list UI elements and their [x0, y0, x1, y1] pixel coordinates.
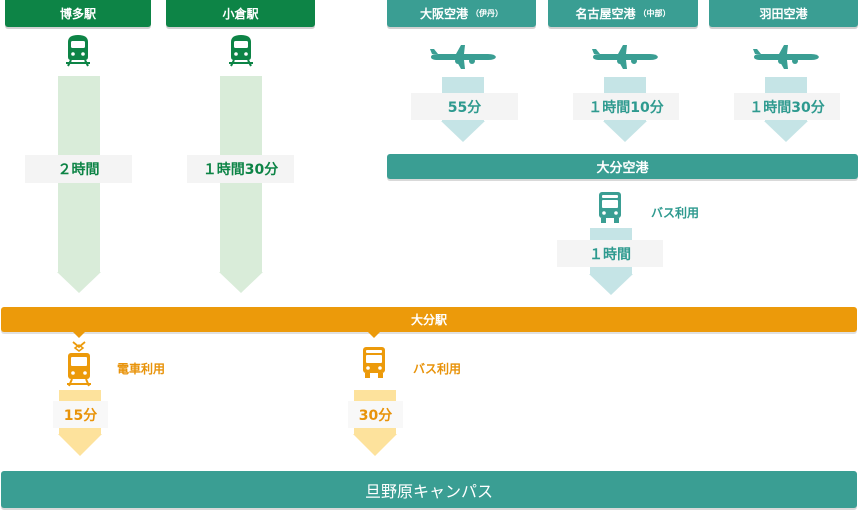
- duration-label: 30分: [348, 401, 403, 428]
- duration-label: １時間30分: [187, 155, 294, 183]
- bus-icon: [363, 347, 385, 378]
- duration-label: ２時間: [25, 155, 132, 183]
- origin-label: 羽田空港: [759, 7, 808, 21]
- airplane-icon: [592, 45, 658, 69]
- origin-label: 博多駅: [59, 7, 96, 21]
- route-arrow: [219, 76, 263, 293]
- origin-nagoya-airport: 名古屋空港（中部）: [548, 0, 698, 27]
- bar-notch: [72, 331, 86, 338]
- destination-bar: 旦野原キャンパス: [1, 471, 857, 508]
- origin-osaka-airport: 大阪空港（伊丹）: [387, 0, 536, 27]
- duration-label: １時間10分: [573, 93, 679, 120]
- bar-notch: [367, 331, 381, 338]
- transport-label: 電車利用: [117, 362, 166, 376]
- transport-label: バス利用: [413, 362, 462, 376]
- train-icon: [229, 35, 253, 67]
- duration-label: １時間30分: [734, 93, 840, 120]
- duration-label: 15分: [53, 401, 108, 428]
- origin-label: 小倉駅: [222, 7, 259, 21]
- route-arrow: [57, 76, 101, 293]
- oita-airport-bar: 大分空港: [387, 154, 858, 179]
- transport-label: バス利用: [651, 206, 700, 220]
- duration-label: １時間: [557, 240, 663, 267]
- duration-label: 55分: [411, 93, 518, 120]
- oita-station-label: 大分駅: [410, 313, 447, 327]
- origin-kokura-station: 小倉駅: [166, 0, 315, 27]
- tram-icon: [67, 341, 91, 387]
- bus-icon: [599, 192, 621, 223]
- origin-sublabel: （中部）: [638, 9, 671, 18]
- oita-station-bar: 大分駅: [1, 307, 857, 332]
- airplane-icon: [753, 45, 819, 69]
- oita-airport-label: 大分空港: [596, 161, 649, 176]
- origin-sublabel: （伊丹）: [471, 9, 503, 18]
- train-icon: [66, 35, 90, 67]
- origin-label: 大阪空港: [419, 7, 468, 21]
- airplane-icon: [430, 45, 496, 69]
- destination-label: 旦野原キャンパス: [364, 481, 493, 501]
- origin-hakata-station: 博多駅: [5, 0, 151, 27]
- origin-label: 名古屋空港: [575, 7, 636, 21]
- origin-haneda-airport: 羽田空港: [709, 0, 858, 27]
